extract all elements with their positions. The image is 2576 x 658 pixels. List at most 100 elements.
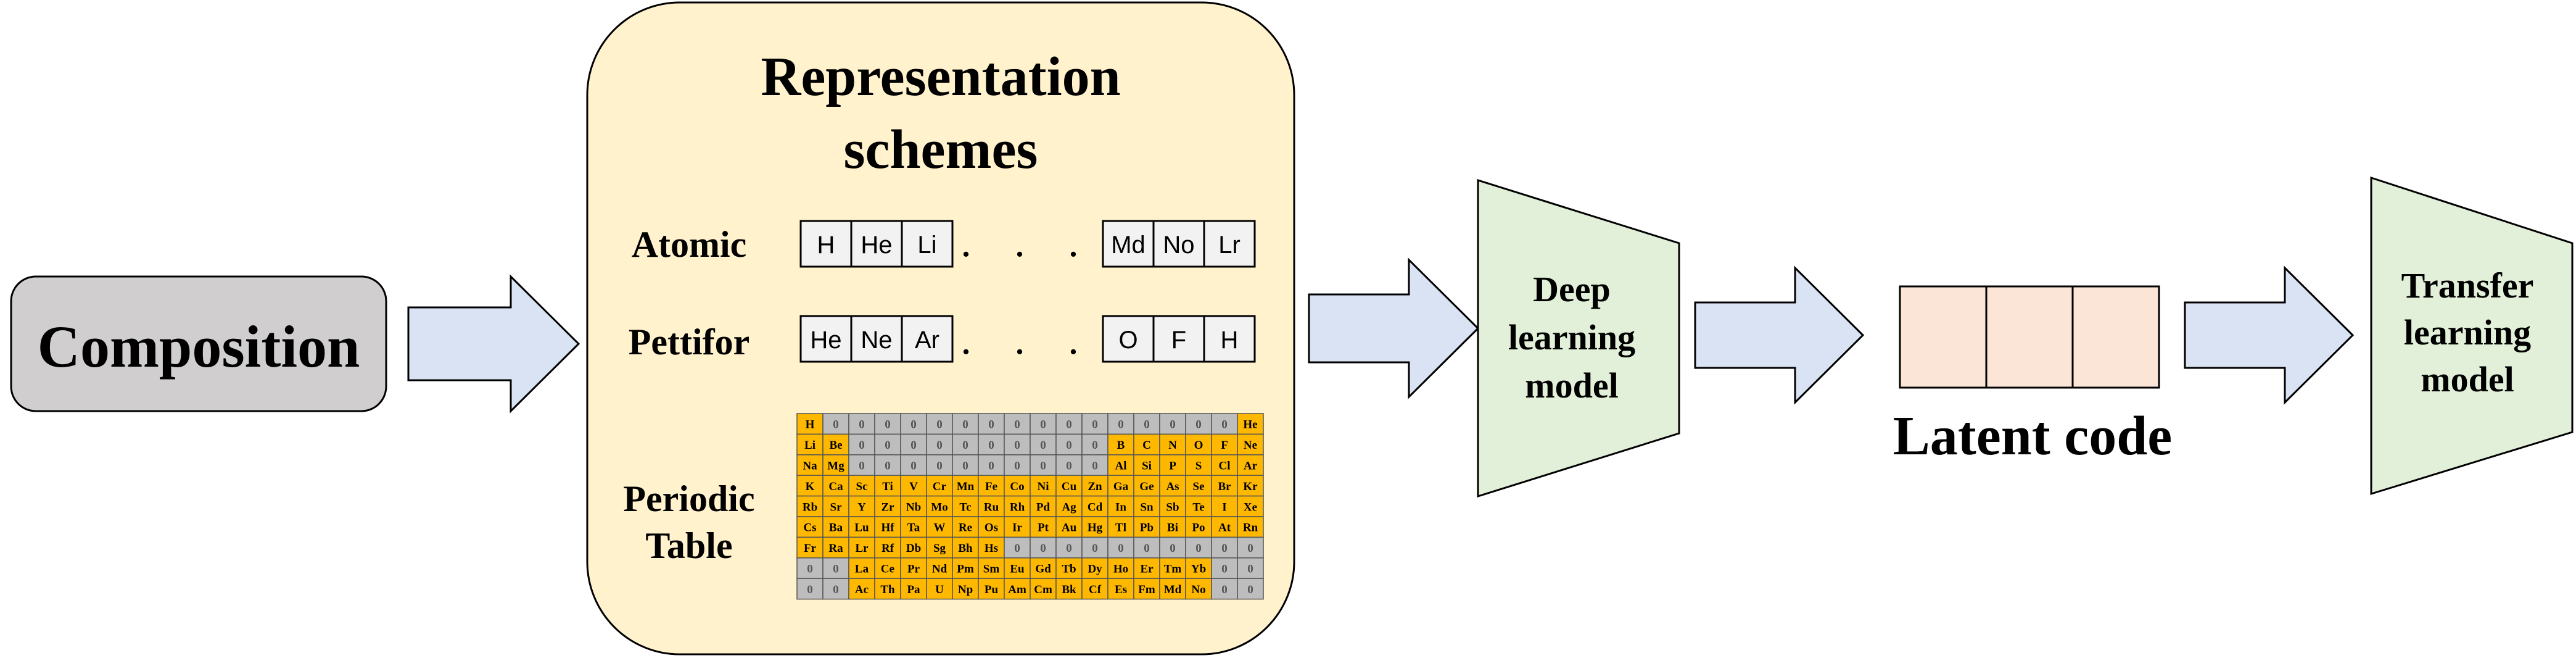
periodic-cell xyxy=(1159,557,1186,579)
periodic-cell xyxy=(1237,475,1264,497)
periodic-cell-label: Ir xyxy=(1012,522,1022,535)
composition-label: Composition xyxy=(38,314,360,380)
periodic-cell-label: 0 xyxy=(1170,419,1176,431)
periodic-cell xyxy=(796,433,824,456)
periodic-cell-label: Cu xyxy=(1062,480,1077,493)
periodic-cell-label: Tc xyxy=(959,501,971,514)
periodic-cell-label: Tm xyxy=(1164,563,1182,576)
periodic-cell xyxy=(848,433,875,456)
arrow-schemes-to-deep-model xyxy=(1308,257,1480,399)
periodic-cell-label: 0 xyxy=(1040,460,1046,473)
periodic-cell-label: 0 xyxy=(1014,439,1020,452)
periodic-cell-label: Cd xyxy=(1088,501,1103,514)
periodic-cell-label: Au xyxy=(1062,522,1077,535)
periodic-cell-label: 0 xyxy=(1040,542,1046,555)
periodic-cell-label: Sc xyxy=(856,480,868,493)
periodic-cell-label: 0 xyxy=(1092,460,1098,473)
periodic-cell-label: 0 xyxy=(833,419,839,431)
periodic-cell-label: Ra xyxy=(828,542,843,555)
atomic-left-cell xyxy=(901,220,954,268)
atomic-left-cell-label: He xyxy=(861,231,892,259)
deep-model-shape xyxy=(1477,178,1680,498)
periodic-cell xyxy=(1159,454,1186,476)
periodic-cell-label: Cl xyxy=(1219,460,1231,473)
pettifor-left-cell-label: He xyxy=(810,327,841,354)
periodic-cell-label: 0 xyxy=(1014,542,1020,555)
periodic-cell-label: Cf xyxy=(1089,583,1102,596)
periodic-cell-label: Ca xyxy=(828,480,843,493)
periodic-cell-label: Se xyxy=(1193,480,1205,493)
periodic-cell-label: Ba xyxy=(829,522,843,535)
periodic-cell xyxy=(796,536,824,559)
periodic-cell xyxy=(822,454,849,476)
periodic-cell xyxy=(1030,516,1057,538)
periodic-cell-label: Pr xyxy=(907,563,920,576)
periodic-cell-label: P xyxy=(1169,460,1176,473)
periodic-cell xyxy=(1159,413,1186,435)
periodic-cell-label: 0 xyxy=(1092,439,1098,452)
periodic-label-line2: Table xyxy=(645,525,732,566)
periodic-cell-label: Rn xyxy=(1243,522,1258,535)
atomic-right-cell xyxy=(1152,220,1205,268)
periodic-cell-label: Zr xyxy=(881,501,894,514)
periodic-cell-label: Es xyxy=(1115,583,1127,596)
pettifor-right-cell xyxy=(1152,315,1205,363)
pettifor-left-cell xyxy=(799,315,852,363)
periodic-cell xyxy=(1107,516,1134,538)
periodic-cell-label: Li xyxy=(804,439,815,452)
atomic-right-cell-label: Md xyxy=(1111,231,1146,259)
periodic-cell xyxy=(1211,433,1238,456)
periodic-cell-label: 0 xyxy=(885,460,891,473)
periodic-cell-label: Mg xyxy=(827,460,844,473)
periodic-cell-label: Hs xyxy=(985,542,998,555)
periodic-cell-label: No xyxy=(1191,583,1205,596)
periodic-cell xyxy=(926,413,953,435)
periodic-cell-label: Xe xyxy=(1244,501,1257,514)
periodic-cell-label: Cm xyxy=(1034,583,1052,596)
periodic-cell xyxy=(1004,495,1031,517)
pettifor-label: Pettifor xyxy=(629,322,750,362)
periodic-cell-label: 0 xyxy=(1066,439,1072,452)
periodic-cell-label: Y xyxy=(857,501,866,514)
periodic-cell-label: Mn xyxy=(957,480,975,493)
periodic-cell-label: C xyxy=(1142,439,1151,452)
periodic-cell-label: 0 xyxy=(833,583,839,596)
periodic-cell-label: Al xyxy=(1115,460,1127,473)
periodic-cell xyxy=(874,454,901,476)
periodic-cell-label: Kr xyxy=(1243,480,1258,493)
periodic-cell-label: In xyxy=(1115,501,1126,514)
periodic-cell-label: Fm xyxy=(1138,583,1155,596)
periodic-cell-label: 0 xyxy=(988,460,994,473)
periodic-cell xyxy=(1211,578,1238,600)
periodic-cell-label: 0 xyxy=(962,419,968,431)
periodic-cell-label: 0 xyxy=(1195,542,1202,555)
transfer-model-line1: Transfer xyxy=(2401,265,2534,306)
periodic-cell xyxy=(1237,557,1264,579)
periodic-cell-label: Pb xyxy=(1140,522,1154,535)
periodic-cell-label: Rh xyxy=(1010,501,1025,514)
periodic-cell-label: Rf xyxy=(881,542,894,555)
periodic-cell-label: Ru xyxy=(984,501,999,514)
arrow-latent-to-transfer-model xyxy=(2184,265,2355,405)
periodic-cell-label: Nd xyxy=(932,563,947,576)
periodic-cell xyxy=(1004,536,1031,559)
periodic-cell-label: O xyxy=(1194,439,1203,452)
periodic-cell-label: Ta xyxy=(907,522,920,535)
periodic-cell xyxy=(1159,536,1186,559)
periodic-cell-label: 0 xyxy=(1040,439,1046,452)
periodic-cell-label: 0 xyxy=(988,419,994,431)
periodic-cell xyxy=(978,557,1005,579)
atomic-left-cell-label: H xyxy=(817,231,835,259)
periodic-cell-label: Md xyxy=(1164,583,1182,596)
periodic-cell-label: Sb xyxy=(1166,501,1179,514)
pettifor-left-cell-label: Ar xyxy=(915,327,939,354)
periodic-cell-label: K xyxy=(806,480,815,493)
periodic-cell xyxy=(822,413,849,435)
atomic-right-cell-label: No xyxy=(1163,231,1194,259)
deep-learning-model: Deep learning model xyxy=(1477,178,1680,498)
periodic-cell xyxy=(1081,536,1108,559)
periodic-cell-label: 0 xyxy=(910,439,917,452)
